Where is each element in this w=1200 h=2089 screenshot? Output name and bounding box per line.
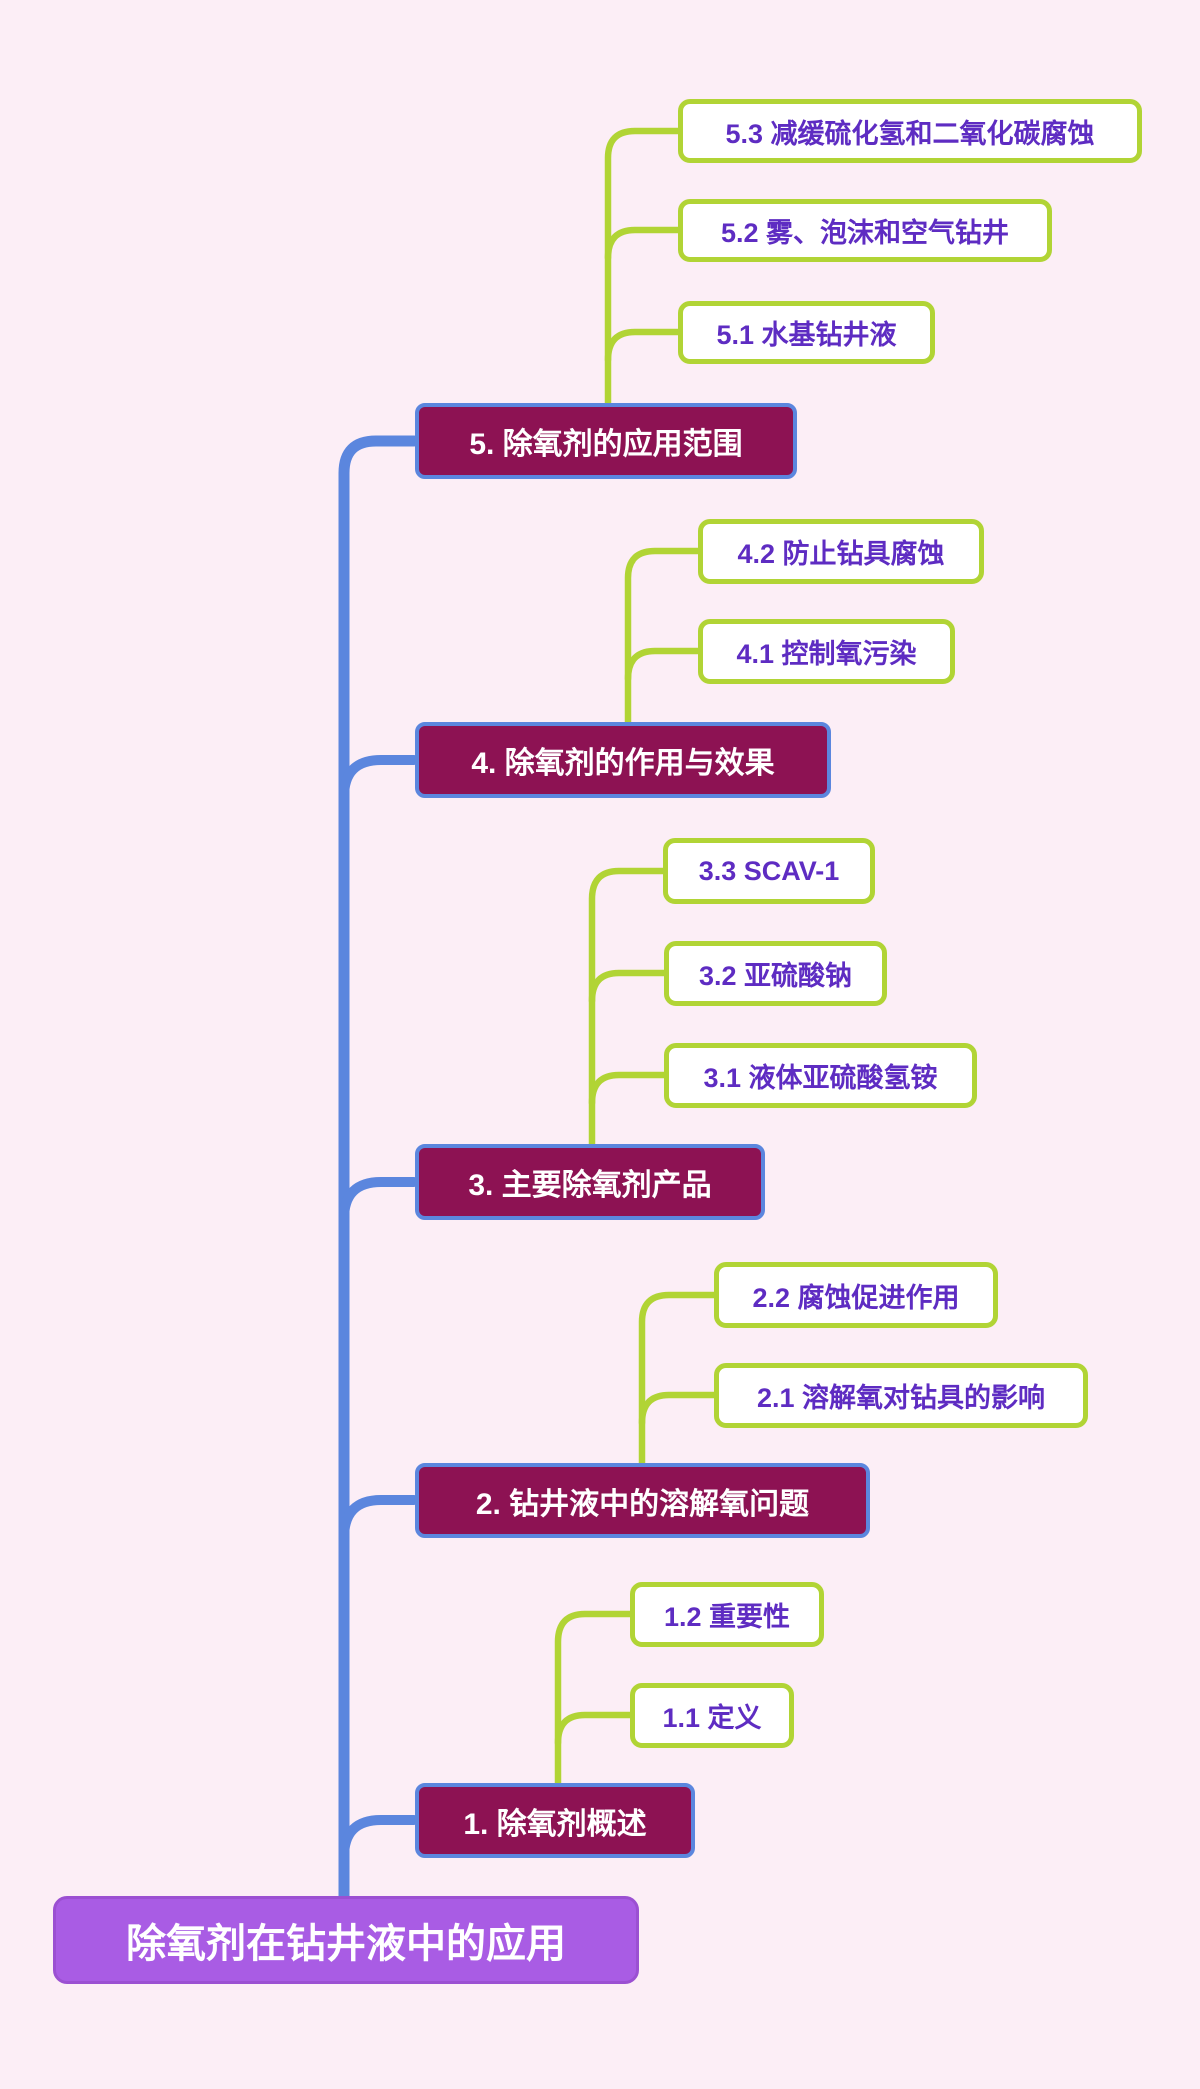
- child-connector-3-3: [588, 867, 669, 1149]
- child-node-1-2[interactable]: 1.2 重要性: [630, 1582, 824, 1647]
- trunk-connector: [338, 435, 420, 1904]
- branch-node-2[interactable]: 2. 钻井液中的溶解氧问题: [415, 1463, 870, 1538]
- child-node-3-3[interactable]: 3.3 SCAV-1: [663, 838, 875, 904]
- child-connector-2-2: [638, 1291, 720, 1468]
- child-connector-5-1: [604, 328, 684, 364]
- child-connector-2-1: [638, 1391, 720, 1427]
- child-connector-4-2: [624, 547, 704, 727]
- child-node-3-2[interactable]: 3.2 亚硫酸钠: [664, 941, 887, 1006]
- child-node-2-1[interactable]: 2.1 溶解氧对钻具的影响: [714, 1363, 1088, 1428]
- child-connector-5-3: [604, 127, 684, 408]
- branch-connector-2: [339, 1495, 419, 1543]
- child-node-5-1[interactable]: 5.1 水基钻井液: [678, 301, 935, 364]
- child-node-2-2[interactable]: 2.2 腐蚀促进作用: [714, 1262, 998, 1328]
- child-node-5-3[interactable]: 5.3 减缓硫化氢和二氧化碳腐蚀: [678, 99, 1142, 163]
- child-connector-1-2: [554, 1610, 636, 1788]
- child-node-3-1[interactable]: 3.1 液体亚硫酸氢铵: [664, 1043, 977, 1108]
- child-connector-4-1: [624, 647, 704, 683]
- branch-connector-4: [339, 755, 419, 802]
- child-connector-5-2: [604, 226, 684, 262]
- child-node-4-2[interactable]: 4.2 防止钻具腐蚀: [698, 519, 984, 584]
- branch-node-1[interactable]: 1. 除氧剂概述: [415, 1783, 695, 1858]
- child-node-5-2[interactable]: 5.2 雾、泡沫和空气钻井: [678, 199, 1052, 262]
- branch-node-3[interactable]: 3. 主要除氧剂产品: [415, 1144, 765, 1220]
- branch-connector-3: [339, 1177, 419, 1224]
- branch-node-5[interactable]: 5. 除氧剂的应用范围: [415, 403, 797, 479]
- branch-node-4[interactable]: 4. 除氧剂的作用与效果: [415, 722, 831, 798]
- child-connector-1-1: [554, 1711, 636, 1747]
- child-connector-3-1: [588, 1071, 669, 1107]
- child-node-4-1[interactable]: 4.1 控制氧污染: [698, 619, 955, 684]
- child-node-1-1[interactable]: 1.1 定义: [630, 1683, 794, 1748]
- child-connector-3-2: [588, 969, 669, 1005]
- root-node[interactable]: 除氧剂在钻井液中的应用: [53, 1896, 639, 1984]
- branch-connector-1: [339, 1815, 419, 1862]
